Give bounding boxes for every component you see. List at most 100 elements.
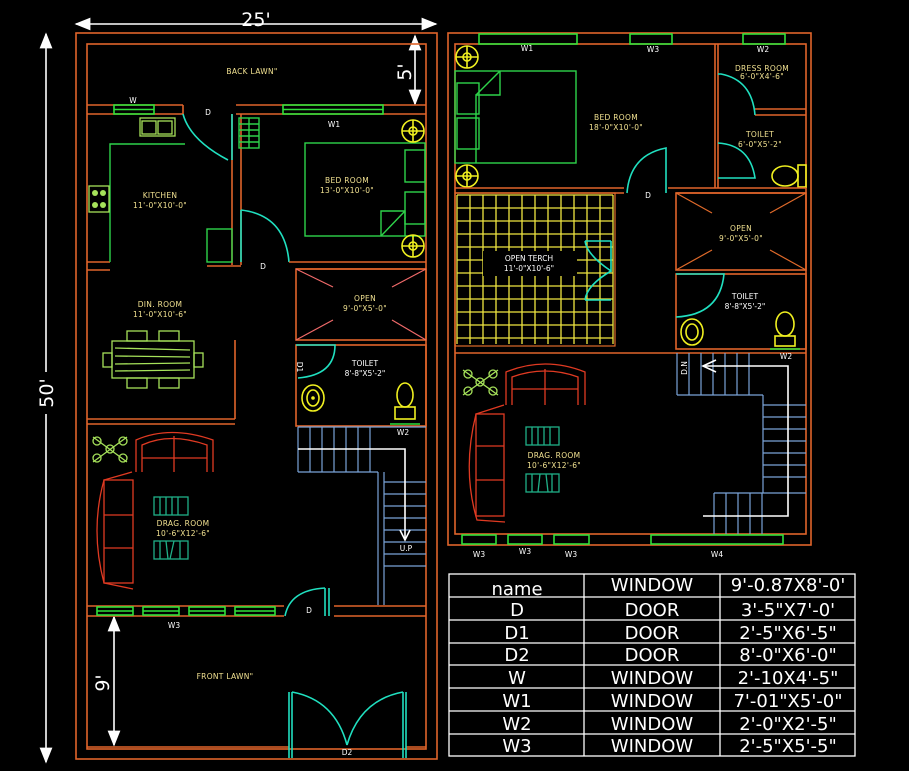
rug-icon [525, 426, 560, 493]
schedule-row: D2 DOOR 8'-0"X6'-0" [504, 645, 836, 666]
lamp-icon [401, 119, 425, 143]
sofa-icon [468, 363, 586, 523]
schedule-row: W WINDOW 2'-10X4'-5" [508, 668, 838, 689]
schedule-cell: D1 [504, 623, 529, 644]
staircase-first [676, 353, 806, 534]
door-first-bedroom [626, 147, 667, 194]
tag-w3: W3 [519, 547, 531, 556]
schedule-row: W1 WINDOW 7'-01"X5'-0" [502, 691, 842, 712]
fridge-icon [206, 228, 233, 263]
dimension-depth-label: 50' [36, 378, 58, 407]
room-label: BACK LAWN" [226, 67, 277, 76]
room-size: 10'-6"X12'-6" [527, 461, 581, 470]
bed-icon [304, 142, 426, 237]
room-size: 11'-0"X10'-0" [133, 201, 187, 210]
schedule-cell: 2'-5"X5'-5" [739, 736, 837, 757]
small-stair-icon [238, 117, 260, 149]
room-label: BED ROOM [325, 176, 369, 185]
tag-d: D [205, 108, 211, 117]
room-size: 11'-0"X10'-6" [133, 310, 187, 319]
stove-icon [88, 185, 110, 213]
dining-table-icon [102, 330, 204, 389]
wc-icon [394, 382, 416, 420]
first-floor-plan [447, 32, 812, 546]
room-size: 8'-8"X5'-2" [345, 369, 386, 378]
room-label: BED ROOM [594, 113, 638, 122]
dimension-depth: 50' [28, 32, 58, 764]
tag-dn: D.N [680, 361, 689, 375]
door-dress-room [718, 73, 756, 116]
room-label: TOILET [745, 130, 774, 139]
ground-floor-plan [75, 32, 438, 760]
door-back [182, 113, 229, 161]
gate-d2 [288, 691, 407, 758]
room-size: 13'-0"X10'-0" [320, 186, 374, 195]
tag-d2: D2 [342, 748, 353, 757]
schedule-cell: D2 [504, 645, 529, 666]
dimension-width-label: 25' [241, 9, 270, 31]
tag-d: D [260, 262, 266, 271]
wc-icon [771, 164, 807, 188]
schedule-cell: W3 [502, 736, 531, 757]
sink-icon [139, 117, 176, 137]
tag-w3: W3 [473, 550, 485, 559]
schedule-cell: 2'-0"X2'-5" [739, 714, 837, 735]
lamp-icon [401, 234, 425, 258]
schedule-cell: 8'-0"X6'-0" [739, 645, 837, 666]
room-label: DRAG. ROOM [528, 451, 581, 460]
tag-w3: W3 [565, 550, 577, 559]
tag-d: D [306, 606, 312, 615]
schedule-cell: 7'-01"X5'-0" [733, 691, 842, 712]
room-label: DRAG. ROOM [157, 519, 210, 528]
dimension-front-lawn: 9' [92, 615, 121, 747]
door-window-schedule: name WINDOW 9'-0.87X8'-0' D DOOR 3'-5"X7… [448, 573, 856, 757]
room-label: OPEN [354, 294, 376, 303]
tag-w3: W3 [168, 621, 180, 630]
tag-w2: W2 [397, 428, 409, 437]
room-label: FRONT LAWN" [197, 672, 254, 681]
tag-w1: W1 [328, 120, 340, 129]
ground-floor-labels: BACK LAWN" KITCHEN 11'-0"X10'-0" BED ROO… [129, 67, 412, 757]
lamp-icon [455, 45, 479, 69]
open-shaft-ground [295, 268, 427, 341]
room-label: TOILET [731, 292, 759, 301]
tag-w4: W4 [711, 550, 723, 559]
rug-icon [153, 496, 189, 560]
door-d1 [296, 344, 336, 379]
room-label: OPEN TERCH [505, 254, 553, 263]
room-size: 18'-0"X10'-0" [589, 123, 643, 132]
window-w3-ground [96, 606, 276, 616]
room-label: DRESS ROOM [735, 64, 789, 73]
tag-w1: W1 [521, 44, 533, 53]
schedule-cell: DOOR [625, 645, 680, 666]
dimension-back-lawn: 5' [394, 34, 422, 106]
open-terrace-grid [454, 192, 616, 347]
schedule-cell: W1 [502, 691, 531, 712]
schedule-cell: DOOR [625, 600, 680, 621]
tag-d: D [645, 191, 651, 200]
door-toilet-first [717, 142, 756, 179]
schedule-cell: 2'-5"X6'-5" [739, 623, 837, 644]
room-label: TOILET [351, 359, 379, 368]
room-size: 6'-0"X5'-2" [738, 140, 782, 149]
schedule-row: D DOOR 3'-5"X7'-0' [510, 600, 835, 621]
schedule-cell: WINDOW [611, 736, 694, 757]
schedule-row: W2 WINDOW 2'-0"X2'-5" [502, 714, 836, 735]
dimension-width: 25' [74, 9, 438, 31]
schedule-header-name: name [491, 579, 542, 600]
wc-icon [774, 311, 796, 347]
door-bedroom [240, 209, 290, 263]
plant-icon [92, 436, 128, 463]
schedule-row: W3 WINDOW 2'-5"X5'-5" [502, 736, 836, 757]
open-shaft-first [675, 192, 807, 271]
schedule-row: D1 DOOR 2'-5"X6'-5" [504, 623, 836, 644]
stair-arrow [703, 365, 789, 517]
lamp-icon [455, 164, 479, 188]
schedule-header-size: 9'-0.87X8'-0' [731, 575, 846, 596]
tag-w3: W3 [647, 45, 659, 54]
tag-up: U.P [400, 544, 413, 553]
room-size: 9'-0"X5'-0" [343, 304, 387, 313]
schedule-cell: WINDOW [611, 691, 694, 712]
room-label: OPEN [730, 224, 752, 233]
